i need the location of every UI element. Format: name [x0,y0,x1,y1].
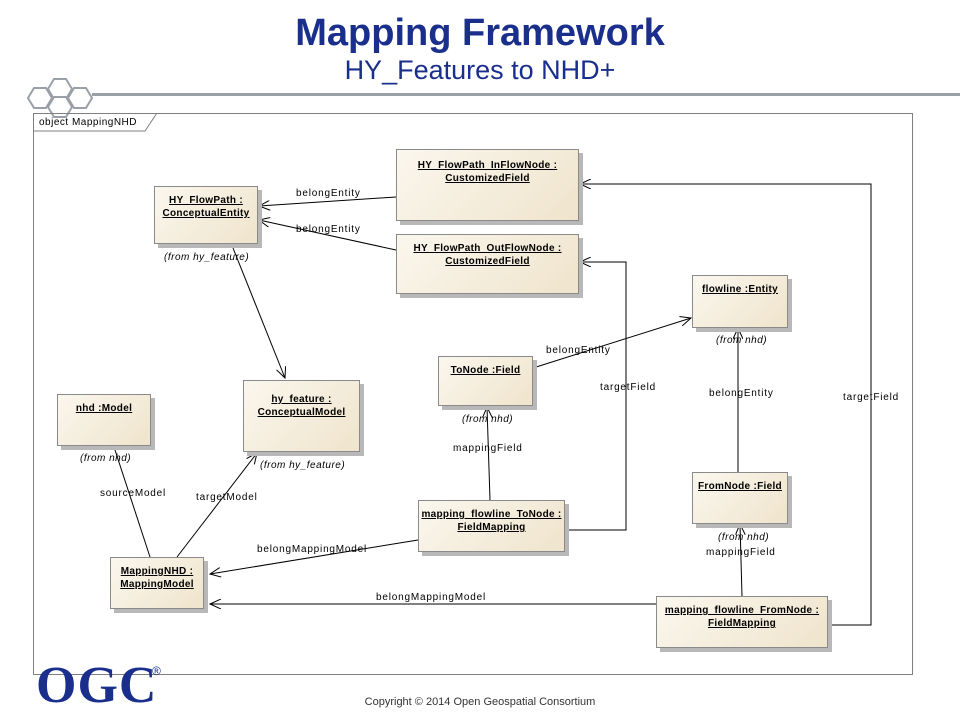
edge-inflow-belongentity [259,196,397,206]
node-fromnode-origin: (from nhd) [718,532,770,543]
frame-label: object MappingNHD [39,117,137,128]
edge-maptonode-mappingfield [487,407,490,501]
edge-outflow-belongentity [259,220,397,251]
node-tonode: ToNode :Field [438,356,533,406]
edge-maptonode-targetfield [565,262,627,531]
label-belongmappingmodel-fromnode: belongMappingModel [376,592,487,603]
node-hy-flowpath-origin: (from hy_feature) [164,252,250,263]
label-belongmappingmodel-tonode: belongMappingModel [257,544,368,555]
node-mappingnhd-line2: MappingModel [120,579,194,590]
label-belongentity-inflow: belongEntity [296,188,361,199]
node-map-tonode-line1: mapping_flowline_ToNode : [421,509,562,520]
edge-mapfromnode-targetfield [580,184,872,626]
node-nhd-model-line1: nhd :Model [75,403,133,414]
header-rule [92,93,960,96]
node-hy-flowpath-line2: ConceptualEntity [162,208,250,219]
edge-mapfromnode-mappingfield [740,524,742,597]
node-map-fromnode-line1: mapping_flowline_FromNode : [664,605,820,616]
copyright-notice: Copyright © 2014 Open Geospatial Consort… [364,696,596,708]
node-hy-feature-line2: ConceptualModel [257,407,346,418]
node-mappingnhd-line1: MappingNHD : [120,566,194,577]
hexagon-decoration-icon [26,78,94,118]
node-nhd-model: nhd :Model [57,394,151,446]
node-fromnode-line1: FromNode :Field [698,481,782,492]
node-hy-flowpath-line1: HY_FlowPath : [169,195,243,206]
node-hy-flowpath: HY_FlowPath : ConceptualEntity [154,186,258,244]
label-mappingfield-tonode: mappingField [453,443,523,454]
edge-tonode-belongentity [532,318,691,369]
node-map-tonode: mapping_flowline_ToNode : FieldMapping [418,500,565,552]
registered-mark: ® [152,664,161,678]
node-fromnode: FromNode :Field [692,472,788,524]
node-map-fromnode: mapping_flowline_FromNode : FieldMapping [656,596,828,648]
node-flowline-line1: flowline :Entity [702,284,778,295]
node-outflow-line1: HY_FlowPath_OutFlowNode : [413,243,562,254]
node-inflow: HY_FlowPath_InFlowNode : CustomizedField [396,149,579,221]
node-inflow-line2: CustomizedField [445,173,530,184]
node-map-tonode-line2: FieldMapping [457,522,526,533]
label-targetfield-fromnode: targetField [843,392,900,403]
label-belongentity-fromnode: belongEntity [709,388,774,399]
node-hy-feature-line1: hy_feature : [271,394,332,405]
label-belongentity-outflow: belongEntity [296,224,361,235]
edge-maptonode-belongmappingmodel [210,539,419,574]
label-sourcemodel: sourceModel [100,488,167,499]
node-flowline-origin: (from nhd) [716,335,768,346]
label-belongentity-tonode: belongEntity [546,345,611,356]
node-hy-feature: hy_feature : ConceptualModel [243,380,360,452]
slide-subtitle: HY_Features to NHD+ [344,55,616,85]
label-targetmodel: targetModel [196,492,258,503]
diagram-frame [33,113,913,675]
node-flowline: flowline :Entity [692,275,788,328]
node-inflow-line1: HY_FlowPath_InFlowNode : [417,160,558,171]
slide-title: Mapping Framework [295,12,665,54]
label-mappingfield-fromnode: mappingField [706,547,776,558]
node-map-fromnode-line2: FieldMapping [707,618,777,629]
node-nhd-model-origin: (from nhd) [80,453,132,464]
node-tonode-origin: (from nhd) [462,414,514,425]
edge-flowpath-hyfeature [232,247,285,378]
label-targetfield-tonode: targetField [600,382,657,393]
node-outflow: HY_FlowPath_OutFlowNode : CustomizedFiel… [396,234,579,294]
frame-tab [33,113,158,132]
edge-mappingnhd-sourcemodel [113,446,151,558]
ogc-logo: OGC [36,657,158,714]
node-outflow-line2: CustomizedField [445,256,530,267]
edge-mappingnhd-targetmodel [176,453,257,558]
node-hy-feature-origin: (from hy_feature) [260,460,346,471]
node-tonode-line1: ToNode :Field [450,365,521,376]
node-mappingnhd: MappingNHD : MappingModel [110,557,204,609]
